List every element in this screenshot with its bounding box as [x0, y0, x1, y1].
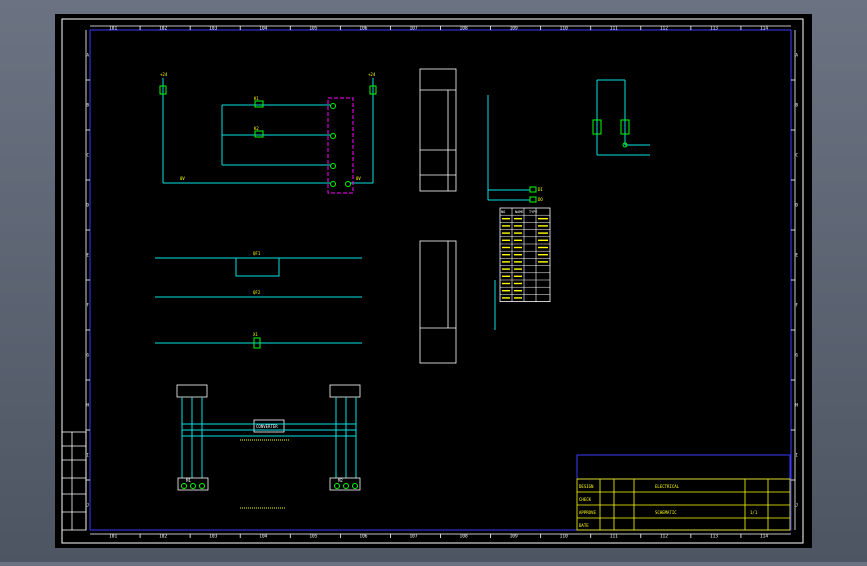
io-table: NO NAME TYPE — [499, 207, 551, 302]
signal-2-label: DO — [538, 197, 543, 202]
motor-right-label: M2 — [338, 478, 343, 483]
row-letter: E — [796, 253, 799, 258]
table-header: TYPE — [529, 210, 537, 214]
power-buses: QF1 QF2 X1 — [155, 251, 362, 349]
column-ruler-bottom: 101 102 103 104 105 106 107 108 109 110 111 112 113 1… — [109, 534, 768, 540]
signal-1-label: DI — [538, 187, 543, 192]
row-letter: E — [87, 253, 90, 258]
title-row-1: DESIGN — [579, 484, 594, 489]
row-letter: G — [87, 353, 90, 358]
title-block: DESIGN CHECK APPROVE DATE ELECTRICAL SCH… — [576, 454, 791, 531]
column-number: 106 — [359, 26, 367, 32]
column-number: 105 — [309, 534, 317, 540]
column-number: 103 — [209, 26, 217, 32]
column-number: 108 — [460, 534, 468, 540]
title-name: ELECTRICAL — [655, 484, 680, 489]
row-letter: J — [796, 503, 798, 508]
column-ruler-top: 101 102 103 104 105 106 107 108 109 110 111 112 113 1… — [109, 26, 768, 32]
row-letter: H — [796, 403, 799, 408]
ground-label: 0V — [180, 176, 185, 181]
title-row-4: DATE — [579, 523, 589, 528]
column-number: 110 — [560, 534, 568, 540]
row-letter: A — [796, 53, 799, 58]
coil-top-label: K1 — [254, 96, 259, 101]
row-letter: D — [87, 203, 90, 208]
row-letter: B — [87, 103, 90, 108]
row-letter: D — [796, 203, 799, 208]
column-number: 113 — [710, 534, 718, 540]
left-pole-label: +24 — [160, 72, 168, 77]
row-letter: F — [796, 303, 799, 308]
title-row-3: APPROVE — [579, 510, 596, 515]
row-letter: C — [87, 153, 90, 158]
column-number: 112 — [660, 534, 668, 540]
bus-b-label: QF2 — [253, 290, 261, 295]
column-number: 110 — [560, 26, 568, 32]
title-sheet: 1/1 — [750, 510, 758, 515]
column-number: 107 — [409, 26, 417, 32]
row-letter: B — [796, 103, 799, 108]
right-pole-label: +24 — [368, 72, 376, 77]
lower-right-label: 0V — [356, 176, 361, 181]
terminal-strip-top — [419, 68, 457, 192]
title-drawing: SCHEMATIC — [655, 510, 677, 515]
row-letter: I — [796, 453, 799, 458]
column-number: 109 — [510, 26, 518, 32]
row-letter: A — [87, 53, 90, 58]
column-number: 102 — [159, 26, 167, 32]
column-number: 101 — [109, 534, 117, 540]
revision-block — [61, 431, 87, 531]
signal-tree: DI DO — [487, 95, 543, 330]
column-number: 112 — [660, 26, 668, 32]
terminal-strip-bottom — [419, 240, 457, 364]
outer-frame — [61, 18, 804, 544]
column-number: 106 — [359, 534, 367, 540]
table-header: NO — [501, 210, 505, 214]
column-number: 107 — [409, 534, 417, 540]
column-number: 102 — [159, 534, 167, 540]
row-letter: F — [87, 303, 90, 308]
table-header: NAME — [515, 210, 523, 214]
column-number: 108 — [460, 26, 468, 32]
column-number: 114 — [760, 534, 768, 540]
row-letter: G — [796, 353, 799, 358]
row-ruler-right: A B C D E F G H I J — [791, 53, 799, 508]
control-circuit: +24 +24 K1 K2 0V 0V — [159, 72, 377, 194]
motor-circuit: CONVERTER M1 M2 — [176, 384, 361, 509]
relay-circuit — [592, 79, 650, 156]
bus-c-label: X1 — [253, 332, 258, 337]
row-letter: I — [87, 453, 90, 458]
coil-mid-label: K2 — [254, 126, 259, 131]
row-ruler-left: A B C D E F G H I J — [86, 53, 90, 508]
drawing-background — [55, 14, 812, 548]
title-row-2: CHECK — [579, 497, 592, 502]
column-number: 103 — [209, 534, 217, 540]
column-number: 104 — [259, 534, 267, 540]
column-number: 105 — [309, 26, 317, 32]
column-number: 113 — [710, 26, 718, 32]
column-number: 114 — [760, 26, 768, 32]
row-letter: J — [87, 503, 89, 508]
terminal-boundary — [327, 97, 354, 194]
column-number: 109 — [510, 534, 518, 540]
converter-label: CONVERTER — [256, 424, 278, 429]
bus-a-label: QF1 — [253, 251, 261, 256]
column-number: 101 — [109, 26, 117, 32]
motor-left-label: M1 — [186, 478, 191, 483]
column-number: 104 — [259, 26, 267, 32]
row-letter: H — [87, 403, 90, 408]
column-number: 111 — [610, 534, 618, 540]
column-number: 111 — [610, 26, 618, 32]
row-letter: C — [796, 153, 799, 158]
